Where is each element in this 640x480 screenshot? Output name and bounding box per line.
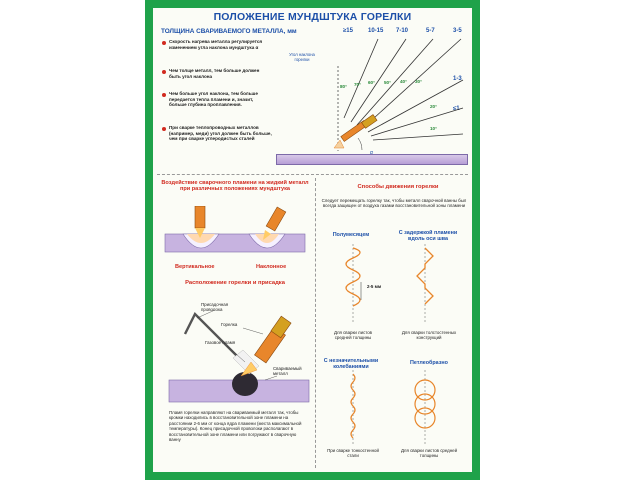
divider [157,174,468,175]
bullet-text: Скорость нагрева металла регулируется из… [169,39,263,50]
angle-value: 70° [354,82,361,87]
thickness-value: 3-5 [453,28,462,34]
angle-value: 50° [384,80,391,85]
method-note: Для сварки толстостенных конструкций [401,330,457,341]
bullet-text: Чем больше угол наклона, тем больше пере… [169,91,258,108]
position-diagram [168,309,310,403]
base-plate [276,154,468,165]
bullet-text: При сварке теплопроводных металлов (напр… [169,125,272,142]
angle-value: 20° [430,104,437,109]
method-name: С незначительными колебаниями [323,358,379,371]
method-name: С задержкой пламени вдоль оси шва [398,230,458,243]
dimension-label: 2-5 мм [367,284,382,289]
angle-value: 10° [430,126,437,131]
bullet-text: Чем толще металл, тем больше должен быть… [169,68,260,79]
method-note: При сварке тонкостенной стали [327,448,379,459]
method-note: Для сварки листов средней толщины [333,330,373,341]
methods-title: Способы движения горелки [357,184,439,190]
methods-top-diagram [345,244,434,324]
bullet-icon [162,70,166,74]
divider [315,178,316,468]
angle-value: 30° [415,79,422,84]
method-note: Для сварки листов средней толщины [400,448,458,459]
label-metal: Свариваемый металл [273,366,302,377]
bullet-icon [162,41,166,45]
thickness-value: 5-7 [426,28,435,34]
torch-angle-diagram: 80° 70° 60° 50° 40° 30° 20° 10° α [333,38,464,156]
bullet-icon [162,127,166,131]
torch-icon [340,114,378,142]
angle-value: 60° [368,80,375,85]
poster-inner: ПОЛОЖЕНИЕ МУНДШТУКА ГОРЕЛКИ ТОЛЩИНА СВАР… [153,8,472,472]
alpha-label: α [370,150,373,156]
methods-text: Следует перемещать горелку так, чтобы ме… [321,198,467,209]
method-name: Полумесяцем [332,232,370,238]
thickness-header: ТОЛЩИНА СВАРИВАЕМОГО МЕТАЛЛА, мм [161,28,297,35]
thickness-value: 10-15 [368,28,384,34]
label-torch: Горелка [221,322,238,327]
thickness-value: 7-10 [396,28,409,34]
position-text: Пламя горелки направляют на свариваемый … [169,410,302,443]
methods-bottom-diagram [350,370,436,446]
angle-value: 40° [400,79,407,84]
thickness-value: ≤1 [453,106,460,112]
poster-frame: ПОЛОЖЕНИЕ МУНДШТУКА ГОРЕЛКИ ТОЛЩИНА СВАР… [145,0,480,480]
page-title: ПОЛОЖЕНИЕ МУНДШТУКА ГОРЕЛКИ [213,11,412,23]
caption-vertical: Вертикальное [175,264,215,270]
caption-inclined: Наклонное [256,264,287,270]
method-name: Петлеобразно [410,360,448,366]
flame-effect-title: Воздействие сварочного пламени на жидкий… [161,180,309,193]
bullet-icon [162,93,166,97]
flame-effect-diagram [164,206,306,253]
label-filler: Присадочная проволока [201,302,229,313]
angle-label: Угол наклона горелки [289,52,315,63]
thickness-value: ≥15 [343,28,353,34]
label-gas-flame: Газовое пламя [205,340,236,345]
thickness-value: 1-3 [453,76,462,82]
angle-value: 80° [340,84,347,89]
position-title: Расположение горелки и присадка [185,280,285,286]
